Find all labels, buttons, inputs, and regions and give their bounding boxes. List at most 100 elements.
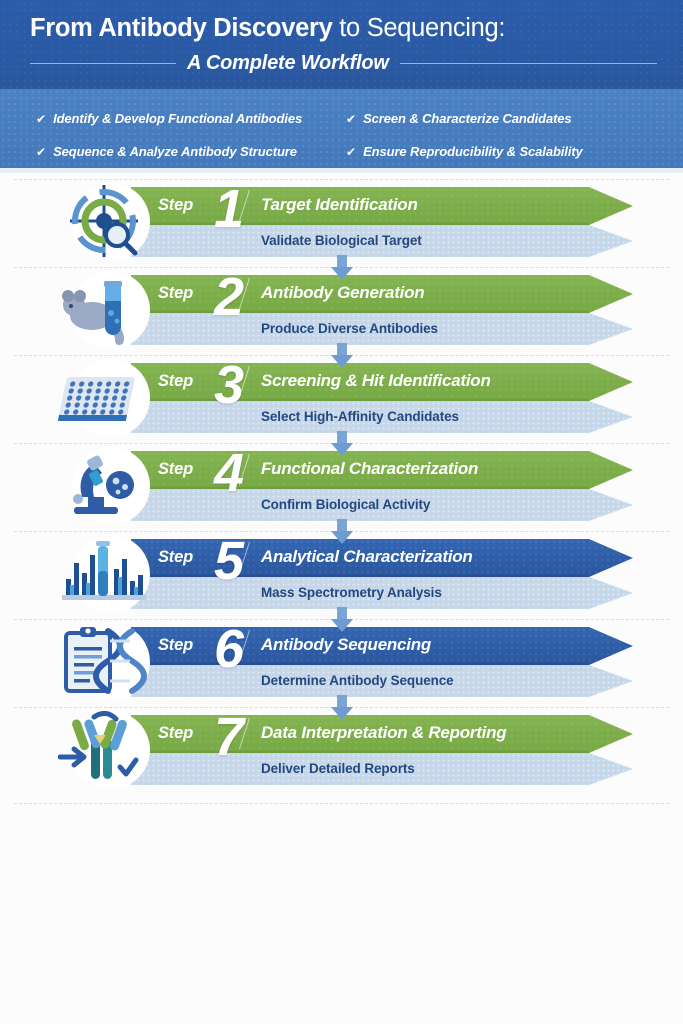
step-connector-arrow-icon xyxy=(330,343,353,368)
bottom-separator xyxy=(14,803,669,804)
step-word-label: Step xyxy=(158,372,193,390)
mouse-test-tube-icon xyxy=(58,271,150,349)
step-word-label: Step xyxy=(158,284,193,302)
check-icon: ✔ xyxy=(36,144,47,159)
step-subtitle-bar xyxy=(131,753,633,785)
step-number: 3 xyxy=(214,355,244,415)
highlight-item: ✔ Screen & Characterize Candidates xyxy=(346,111,659,126)
step-number: 6 xyxy=(214,619,244,679)
highlight-item: ✔ Identify & Develop Functional Antibodi… xyxy=(36,111,346,126)
step-subtitle: Produce Diverse Antibodies xyxy=(261,321,438,336)
step-word-label: Step xyxy=(158,196,193,214)
step-connector-arrow-icon xyxy=(330,431,353,456)
workflow-step-row[interactable]: Step 1 Target Identification Validate Bi… xyxy=(0,179,683,280)
mass-spectrum-vial-icon xyxy=(58,535,150,613)
bar-shadow xyxy=(131,399,589,402)
highlight-item: ✔ Sequence & Analyze Antibody Structure xyxy=(36,144,346,159)
step-title: Target Identification xyxy=(261,195,418,214)
step-title: Data Interpretation & Reporting xyxy=(261,723,507,742)
workflow-step-row[interactable]: Step 6 Antibody Sequencing Determine Ant… xyxy=(0,619,683,720)
step-banner[interactable]: Step 2 Antibody Generation Produce Diver… xyxy=(131,270,633,345)
step-subtitle: Deliver Detailed Reports xyxy=(261,761,415,776)
step-title-bar xyxy=(131,275,633,313)
highlight-label: Identify & Develop Functional Antibodies xyxy=(53,111,303,126)
step-title: Analytical Characterization xyxy=(261,547,473,566)
rule-right xyxy=(399,63,657,65)
step-number: 7 xyxy=(214,707,244,767)
title-bold-part: From Antibody Discovery xyxy=(30,14,333,42)
check-icon: ✔ xyxy=(346,144,357,159)
workflow-step-row[interactable]: Step 2 Antibody Generation Produce Diver… xyxy=(0,267,683,368)
step-title-bar xyxy=(131,451,633,489)
page-subtitle: A Complete Workflow xyxy=(187,52,389,75)
step-word-label: Step xyxy=(158,460,193,478)
row-separator xyxy=(14,179,669,180)
highlight-item: ✔ Ensure Reproducibility & Scalability xyxy=(346,144,659,159)
step-title-bar xyxy=(131,187,633,225)
step-word-label: Step xyxy=(158,724,193,742)
target-crosshair-magnifier-icon xyxy=(58,183,150,261)
highlight-label: Sequence & Analyze Antibody Structure xyxy=(53,144,297,159)
antibody-report-icon xyxy=(58,711,150,789)
band-edge xyxy=(0,168,683,173)
check-icon: ✔ xyxy=(346,111,357,126)
clipboard-dna-icon xyxy=(58,623,150,701)
step-subtitle: Determine Antibody Sequence xyxy=(261,673,454,688)
step-title: Screening & Hit Identification xyxy=(261,371,491,390)
step-subtitle-bar xyxy=(131,665,633,697)
header: From Antibody Discovery to Sequencing: A… xyxy=(0,0,683,89)
step-word-label: Step xyxy=(158,548,193,566)
workflow-step-row[interactable]: Step 3 Screening & Hit Identification Se… xyxy=(0,355,683,456)
step-subtitle: Select High-Affinity Candidates xyxy=(261,409,459,424)
workflow-step-row[interactable]: Step 4 Functional Characterization Confi… xyxy=(0,443,683,544)
step-number: 4 xyxy=(214,443,244,503)
microplate-icon xyxy=(58,359,150,437)
step-connector-arrow-icon xyxy=(330,607,353,632)
subtitle-row: A Complete Workflow xyxy=(30,52,657,75)
step-connector-arrow-icon xyxy=(330,695,353,720)
step-subtitle-bar xyxy=(131,313,633,345)
step-subtitle-bar xyxy=(131,401,633,433)
step-banner[interactable]: Step 6 Antibody Sequencing Determine Ant… xyxy=(131,622,633,697)
step-banner[interactable]: Step 4 Functional Characterization Confi… xyxy=(131,446,633,521)
highlight-label: Screen & Characterize Candidates xyxy=(363,111,572,126)
step-number: 2 xyxy=(214,267,244,327)
step-title-bar xyxy=(131,627,633,665)
step-subtitle-bar xyxy=(131,225,633,257)
rule-left xyxy=(30,63,176,65)
step-subtitle: Confirm Biological Activity xyxy=(261,497,431,512)
step-word-label: Step xyxy=(158,636,193,654)
bar-shadow xyxy=(131,311,589,314)
step-title: Antibody Generation xyxy=(261,283,425,302)
step-subtitle-bar xyxy=(131,577,633,609)
bar-shadow xyxy=(131,223,589,226)
step-title-bar xyxy=(131,715,633,753)
step-title: Functional Characterization xyxy=(261,459,479,478)
workflow-step-row[interactable]: Step 7 Data Interpretation & Reporting D… xyxy=(0,707,683,795)
bar-shadow xyxy=(131,663,589,666)
step-banner[interactable]: Step 7 Data Interpretation & Reporting D… xyxy=(131,710,633,785)
step-number: 5 xyxy=(214,531,244,591)
step-subtitle: Mass Spectrometry Analysis xyxy=(261,585,442,600)
step-connector-arrow-icon xyxy=(330,519,353,544)
step-title-bar xyxy=(131,363,633,401)
bar-shadow xyxy=(131,575,589,578)
workflow-steps: Step 1 Target Identification Validate Bi… xyxy=(0,173,683,815)
step-connector-arrow-icon xyxy=(330,255,353,280)
highlight-label: Ensure Reproducibility & Scalability xyxy=(363,144,583,159)
bar-shadow xyxy=(131,751,589,754)
step-banner[interactable]: Step 1 Target Identification Validate Bi… xyxy=(131,182,633,257)
microscope-icon xyxy=(58,447,150,525)
bar-shadow xyxy=(131,487,589,490)
step-subtitle-bar xyxy=(131,489,633,521)
workflow-step-row[interactable]: Step 5 Analytical Characterization Mass … xyxy=(0,531,683,632)
check-icon: ✔ xyxy=(36,111,47,126)
highlights-band: ✔ Identify & Develop Functional Antibodi… xyxy=(0,89,683,168)
step-banner[interactable]: Step 5 Analytical Characterization Mass … xyxy=(131,534,633,609)
page-title: From Antibody Discovery to Sequencing: xyxy=(30,14,657,43)
step-subtitle: Validate Biological Target xyxy=(261,233,422,248)
step-number: 1 xyxy=(214,179,244,239)
step-banner[interactable]: Step 3 Screening & Hit Identification Se… xyxy=(131,358,633,433)
step-title-bar xyxy=(131,539,633,577)
